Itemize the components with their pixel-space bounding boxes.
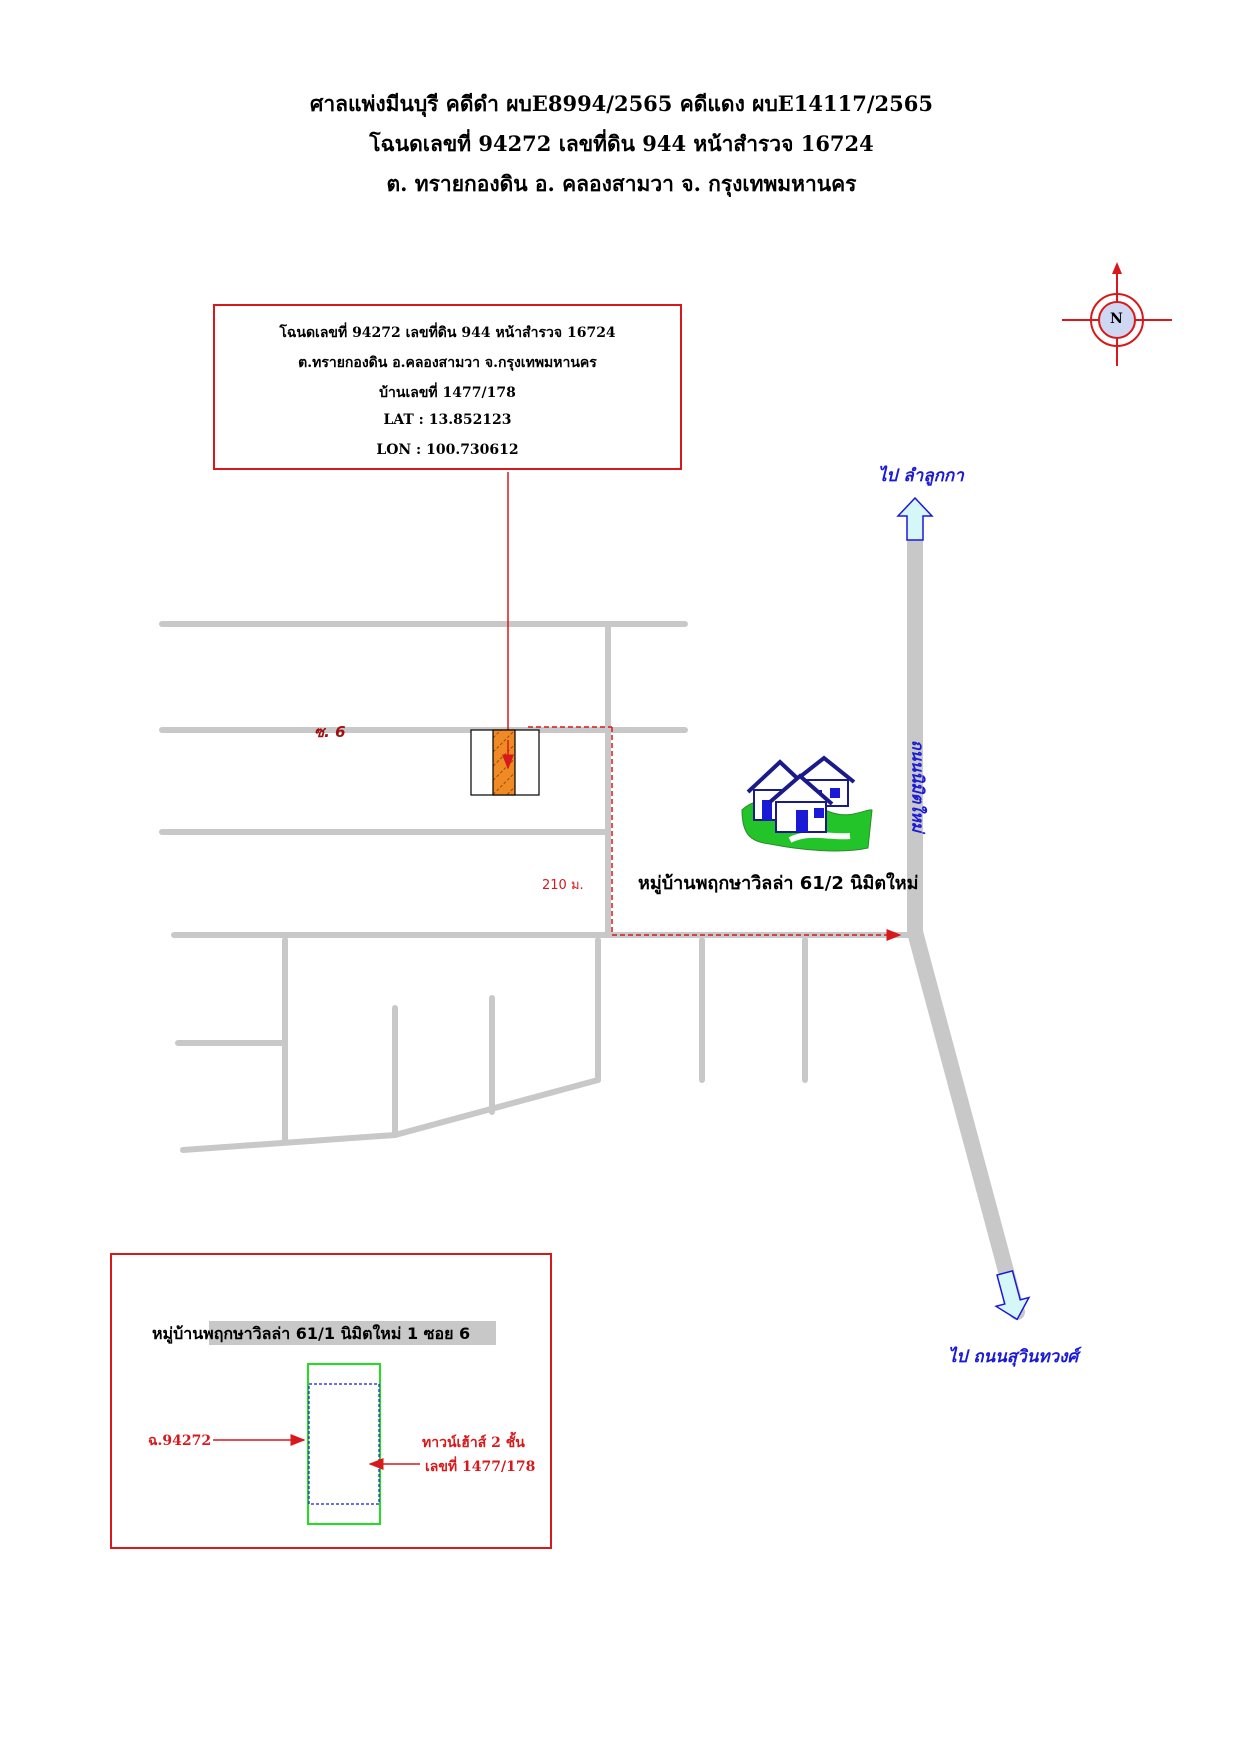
info-line-3: บ้านเลขที่ 1477/178 (379, 385, 516, 401)
info-line-1: โฉนดเลขที่ 94272 เลขที่ดิน 944 หน้าสำรวจ… (279, 325, 616, 341)
inset-box (110, 1253, 552, 1549)
header-line-1: ศาลแพ่งมีนบุรี คดีดำ ผบE8994/2565 คดีแดง… (310, 91, 933, 116)
compass-north-label: N (1110, 311, 1123, 327)
info-line-4: LAT : 13.852123 (383, 412, 512, 428)
house-type-label: ทาวน์เฮ้าส์ 2 ชั้น (422, 1435, 525, 1451)
info-line-5: LON : 100.730612 (376, 442, 519, 458)
inset-title-highlight (209, 1321, 496, 1345)
inset-title: หมู่บ้านพฤกษาวิลล่า 61/1 นิมิตใหม่ 1 ซอย… (152, 1324, 471, 1343)
info-box: โฉนดเลขที่ 94272 เลขที่ดิน 944 หน้าสำรวจ… (213, 304, 682, 470)
header-line-2: โฉนดเลขที่ 94272 เลขที่ดิน 944 หน้าสำรวจ… (369, 131, 874, 156)
deed-label: ฉ.94272 (148, 1433, 212, 1449)
to-south-label: ไป ถนนสุวินทวงศ์ (948, 1347, 1079, 1367)
distance-label: 210 ม. (542, 878, 584, 893)
to-north-label: ไป ลำลูกกา (878, 466, 964, 486)
arrow-down-icon (994, 1269, 1031, 1321)
local-roads (159, 621, 911, 1153)
route-path (528, 726, 902, 941)
plot-block (470, 729, 540, 796)
info-line-2: ต.ทรายกองดิน อ.คลองสามวา จ.กรุงเทพมหานคร (298, 355, 597, 371)
village-label: หมู่บ้านพฤกษาวิลล่า 61/2 นิมิตใหม่ (638, 873, 919, 894)
soi-label: ซ. 6 (314, 723, 346, 741)
compass-rose-icon (1062, 262, 1172, 366)
house-number-label: เลขที่ 1477/178 (425, 1459, 536, 1475)
inset-unit-drawing (213, 1363, 420, 1525)
header-line-3: ต. ทรายกองดิน อ. คลองสามวา จ. กรุงเทพมหา… (386, 171, 857, 196)
village-house-icon (741, 755, 873, 852)
main-road-label: ถนนนิมิตใหม่ (908, 739, 928, 833)
arrow-up-icon (896, 496, 934, 541)
main-road (907, 527, 1025, 1320)
